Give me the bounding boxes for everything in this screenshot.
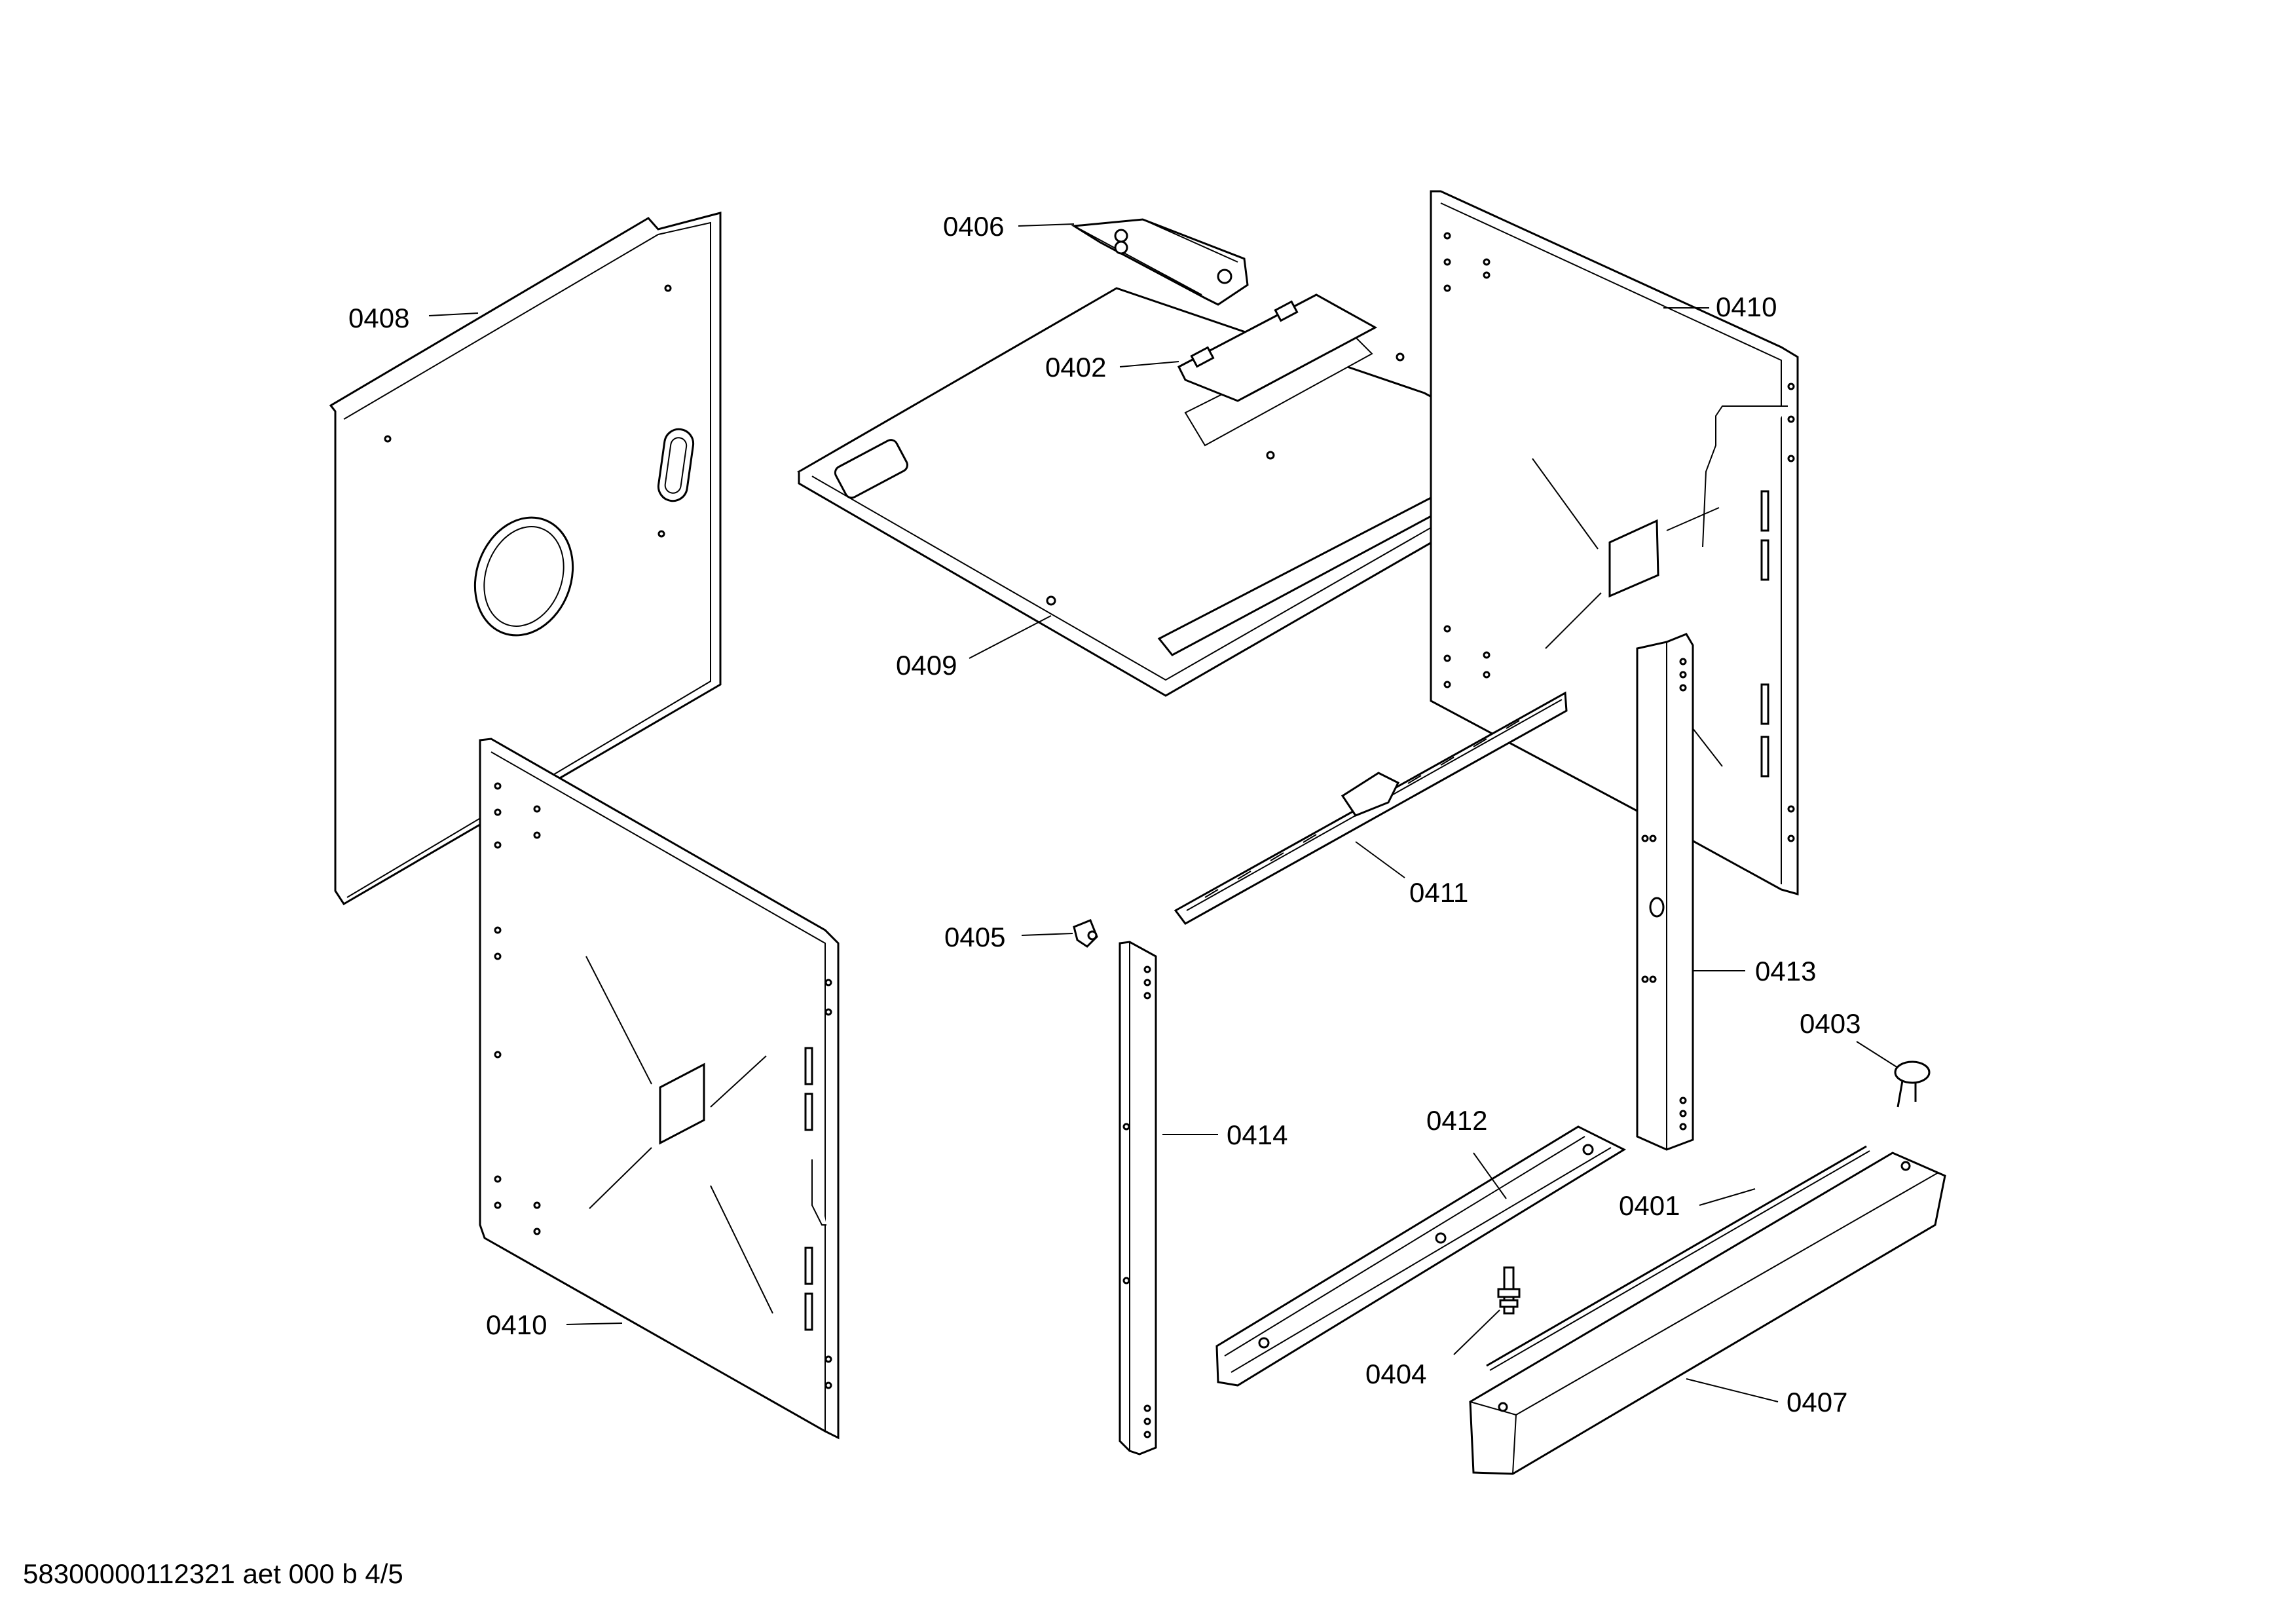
label-0409: 0409 [896, 650, 957, 681]
leader-lines [428, 223, 1898, 1402]
label-0413: 0413 [1755, 956, 1816, 986]
label-0410-right: 0410 [1716, 291, 1777, 322]
part-0409-top-panel [797, 287, 1555, 697]
part-0405-clip [1073, 919, 1098, 948]
label-0406: 0406 [943, 211, 1004, 242]
document-footer: 58300000112321 aet 000 b 4/5 [23, 1558, 403, 1589]
label-0402: 0402 [1045, 352, 1106, 383]
label-0405: 0405 [944, 922, 1005, 952]
label-0414: 0414 [1227, 1119, 1287, 1150]
label-0411: 0411 [1409, 877, 1468, 908]
label-0404: 0404 [1365, 1359, 1426, 1389]
part-0410-left-side-panel [479, 738, 840, 1440]
part-0408-back-panel [329, 212, 722, 906]
part-0414-vertical-strut [1119, 941, 1157, 1455]
callout-labels: 0406 0408 0402 0409 0410 0411 0405 0413 … [348, 211, 1861, 1417]
part-0403-foot [1894, 1060, 1931, 1108]
label-0412: 0412 [1426, 1105, 1487, 1136]
part-0412-lower-rail [1215, 1125, 1627, 1387]
label-0410-left: 0410 [486, 1309, 547, 1340]
part-0413-vertical-strut [1636, 633, 1694, 1151]
part-0406-bracket [1071, 218, 1249, 306]
label-0408: 0408 [348, 303, 409, 333]
label-0403: 0403 [1800, 1008, 1861, 1039]
part-0401-rod [1486, 1145, 1870, 1371]
label-0407: 0407 [1787, 1387, 1847, 1417]
label-0401: 0401 [1619, 1190, 1680, 1221]
part-0411-rail [1174, 691, 1568, 925]
part-0404-screw [1497, 1266, 1521, 1315]
part-0402-cover-plate [1177, 293, 1378, 402]
part-0407-front-trim [1469, 1152, 1946, 1475]
